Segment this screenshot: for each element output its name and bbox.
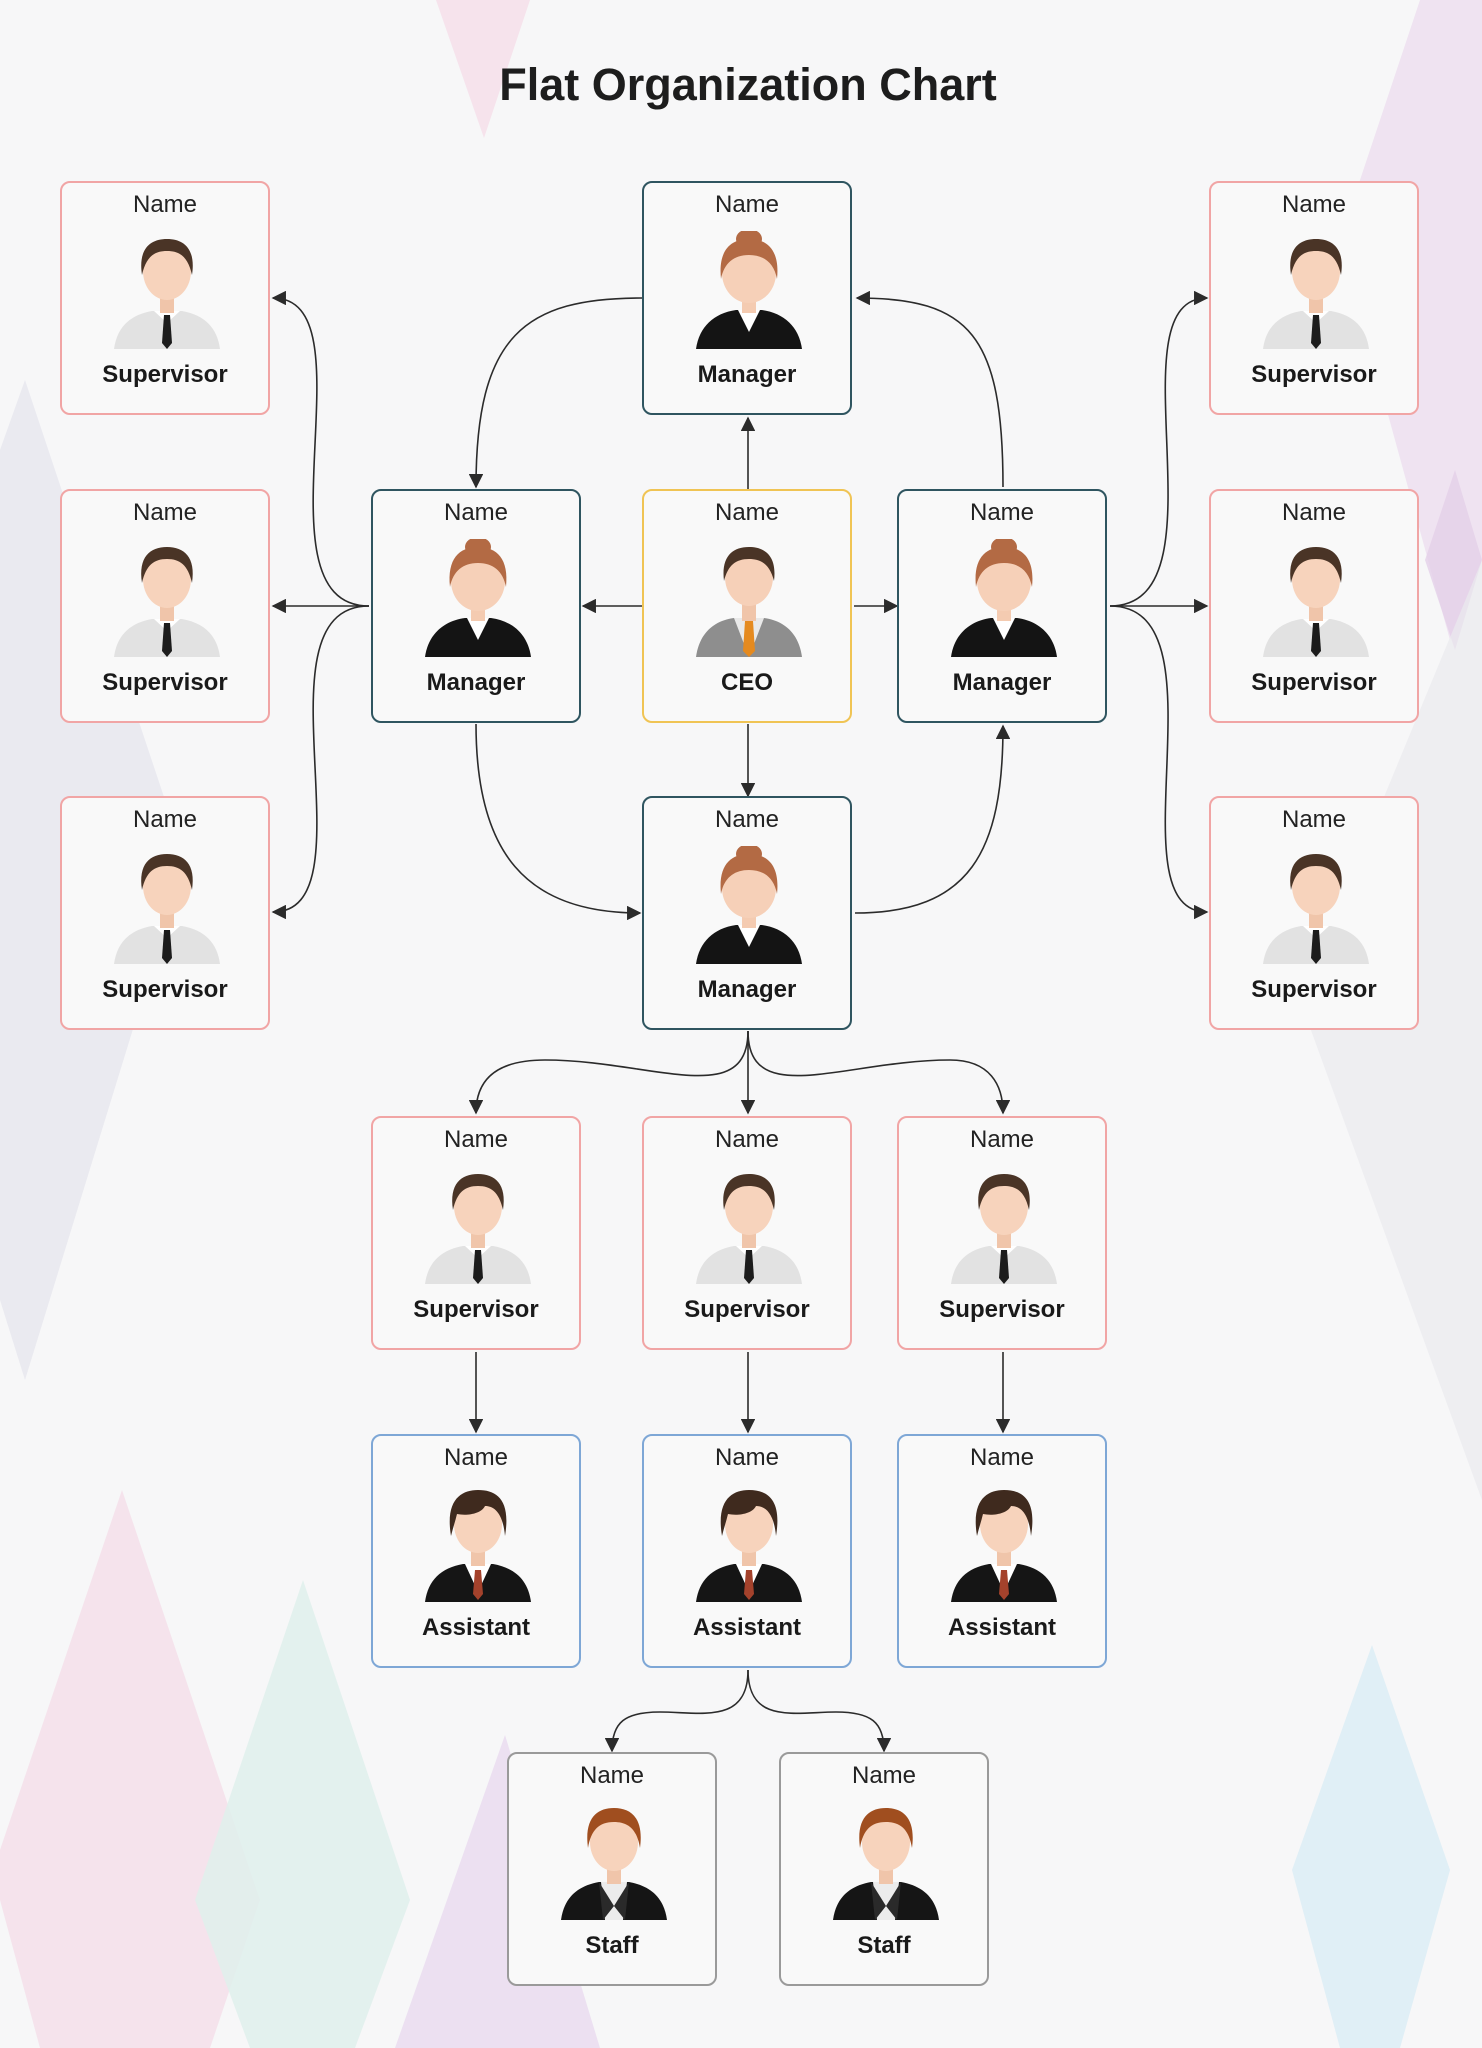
- supervisor-icon: [949, 1166, 1059, 1284]
- node-name: Name: [373, 499, 579, 527]
- assistant-icon: [423, 1484, 533, 1602]
- node-name: Name: [781, 1762, 987, 1790]
- node-card-supervisor-right-3[interactable]: Name Supervisor: [1209, 796, 1419, 1030]
- ceo-icon: [694, 539, 804, 657]
- edge-mgr-bottom-to-mgr-right: [855, 726, 1003, 913]
- node-card-assistant-3[interactable]: Name Assistant: [897, 1434, 1107, 1668]
- node-card-supervisor-right-1[interactable]: Name Supervisor: [1209, 181, 1419, 415]
- node-role: Supervisor: [644, 1296, 850, 1324]
- node-name: Name: [509, 1762, 715, 1790]
- node-card-assistant-2[interactable]: Name Assistant: [642, 1434, 852, 1668]
- node-card-supervisor-bottom-3[interactable]: Name Supervisor: [897, 1116, 1107, 1350]
- edge-mgr-top-to-mgr-left: [476, 298, 642, 487]
- node-role: Manager: [644, 361, 850, 389]
- node-role: Manager: [899, 669, 1105, 697]
- supervisor-icon: [112, 539, 222, 657]
- node-name: Name: [1211, 499, 1417, 527]
- edge-mgr-bottom-to-sup-b3: [748, 1031, 1003, 1113]
- female-manager-icon: [423, 539, 533, 657]
- node-name: Name: [373, 1126, 579, 1154]
- female-manager-icon: [694, 231, 804, 349]
- edge-mgr-right-to-sup-r3: [1110, 606, 1207, 912]
- node-name: Name: [1211, 806, 1417, 834]
- supervisor-icon: [112, 231, 222, 349]
- edge-mgr-left-to-sup-l3: [273, 606, 369, 912]
- node-role: Staff: [781, 1932, 987, 1960]
- node-role: CEO: [644, 669, 850, 697]
- node-card-supervisor-left-1[interactable]: Name Supervisor: [60, 181, 270, 415]
- staff-icon: [831, 1802, 941, 1920]
- supervisor-icon: [423, 1166, 533, 1284]
- node-role: Supervisor: [62, 976, 268, 1004]
- node-role: Supervisor: [1211, 976, 1417, 1004]
- node-role: Manager: [644, 976, 850, 1004]
- node-name: Name: [62, 806, 268, 834]
- edge-mgr-left-to-sup-l1: [273, 298, 369, 606]
- node-role: Assistant: [644, 1614, 850, 1642]
- node-name: Name: [644, 1444, 850, 1472]
- node-name: Name: [62, 499, 268, 527]
- node-card-supervisor-right-2[interactable]: Name Supervisor: [1209, 489, 1419, 723]
- edge-mgr-bottom-to-sup-b1: [476, 1031, 748, 1113]
- node-name: Name: [644, 806, 850, 834]
- node-name: Name: [899, 1444, 1105, 1472]
- supervisor-icon: [694, 1166, 804, 1284]
- node-card-supervisor-bottom-1[interactable]: Name Supervisor: [371, 1116, 581, 1350]
- edge-ast-2-to-stf-1: [612, 1670, 748, 1751]
- node-card-manager-right[interactable]: Name Manager: [897, 489, 1107, 723]
- edge-mgr-left-to-mgr-bottom: [476, 724, 640, 913]
- node-card-supervisor-left-2[interactable]: Name Supervisor: [60, 489, 270, 723]
- supervisor-icon: [1261, 539, 1371, 657]
- female-manager-icon: [949, 539, 1059, 657]
- node-name: Name: [373, 1444, 579, 1472]
- node-card-supervisor-bottom-2[interactable]: Name Supervisor: [642, 1116, 852, 1350]
- node-name: Name: [644, 191, 850, 219]
- node-card-manager-bottom[interactable]: Name Manager: [642, 796, 852, 1030]
- node-role: Assistant: [899, 1614, 1105, 1642]
- node-name: Name: [899, 1126, 1105, 1154]
- supervisor-icon: [112, 846, 222, 964]
- node-card-manager-top[interactable]: Name Manager: [642, 181, 852, 415]
- female-manager-icon: [694, 846, 804, 964]
- assistant-icon: [949, 1484, 1059, 1602]
- node-card-manager-left[interactable]: Name Manager: [371, 489, 581, 723]
- node-role: Assistant: [373, 1614, 579, 1642]
- node-name: Name: [1211, 191, 1417, 219]
- node-card-staff-2[interactable]: Name Staff: [779, 1752, 989, 1986]
- node-role: Supervisor: [373, 1296, 579, 1324]
- node-role: Supervisor: [62, 361, 268, 389]
- node-role: Staff: [509, 1932, 715, 1960]
- node-name: Name: [644, 1126, 850, 1154]
- node-name: Name: [62, 191, 268, 219]
- node-card-staff-1[interactable]: Name Staff: [507, 1752, 717, 1986]
- assistant-icon: [694, 1484, 804, 1602]
- node-role: Manager: [373, 669, 579, 697]
- staff-icon: [559, 1802, 669, 1920]
- node-role: Supervisor: [62, 669, 268, 697]
- node-card-supervisor-left-3[interactable]: Name Supervisor: [60, 796, 270, 1030]
- node-name: Name: [644, 499, 850, 527]
- supervisor-icon: [1261, 231, 1371, 349]
- node-name: Name: [899, 499, 1105, 527]
- node-role: Supervisor: [1211, 361, 1417, 389]
- edge-ast-2-to-stf-2: [748, 1670, 884, 1751]
- edge-mgr-right-to-mgr-top: [857, 298, 1003, 487]
- edge-mgr-right-to-sup-r1: [1110, 298, 1207, 606]
- supervisor-icon: [1261, 846, 1371, 964]
- node-role: Supervisor: [1211, 669, 1417, 697]
- node-card-assistant-1[interactable]: Name Assistant: [371, 1434, 581, 1668]
- node-role: Supervisor: [899, 1296, 1105, 1324]
- node-card-ceo[interactable]: Name CEO: [642, 489, 852, 723]
